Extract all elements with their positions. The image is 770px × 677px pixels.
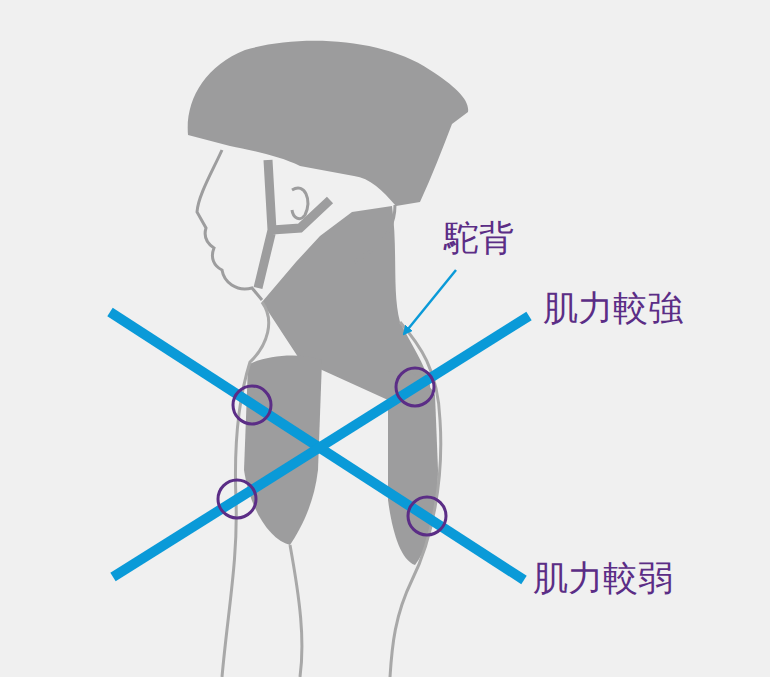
figure	[188, 41, 468, 677]
face-outline	[197, 150, 262, 300]
label-text: 肌力較弱	[533, 558, 673, 598]
leader-arrow	[404, 270, 456, 334]
ear	[292, 188, 308, 219]
marker-circle	[396, 368, 434, 406]
helmet-strap	[258, 160, 330, 288]
marker-circle	[233, 386, 271, 424]
strong-line	[113, 316, 529, 577]
helmet	[188, 41, 468, 206]
label-text: 駝背	[444, 218, 514, 258]
arm-outline	[290, 545, 302, 677]
marker-circle	[408, 497, 446, 535]
marker-circle	[218, 480, 256, 518]
head-back	[355, 205, 395, 262]
label-text: 肌力較強	[543, 288, 683, 328]
